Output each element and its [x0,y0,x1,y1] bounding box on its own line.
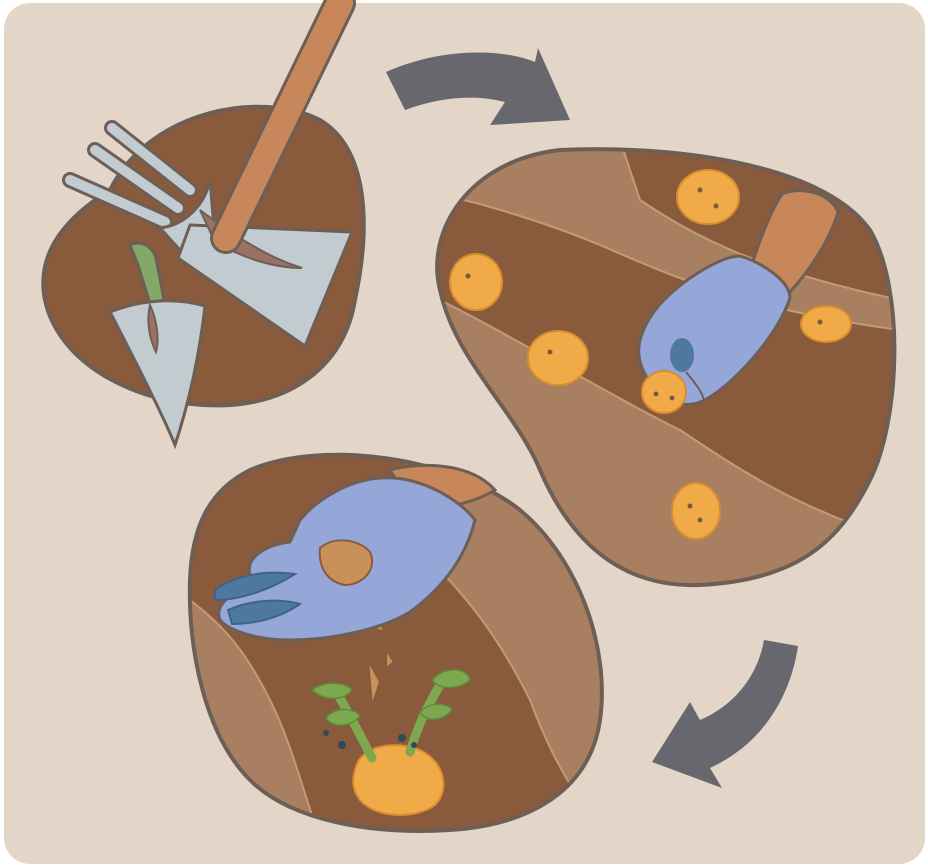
illustration-canvas [0,0,928,867]
gardening-cycle-diagram [0,0,928,867]
